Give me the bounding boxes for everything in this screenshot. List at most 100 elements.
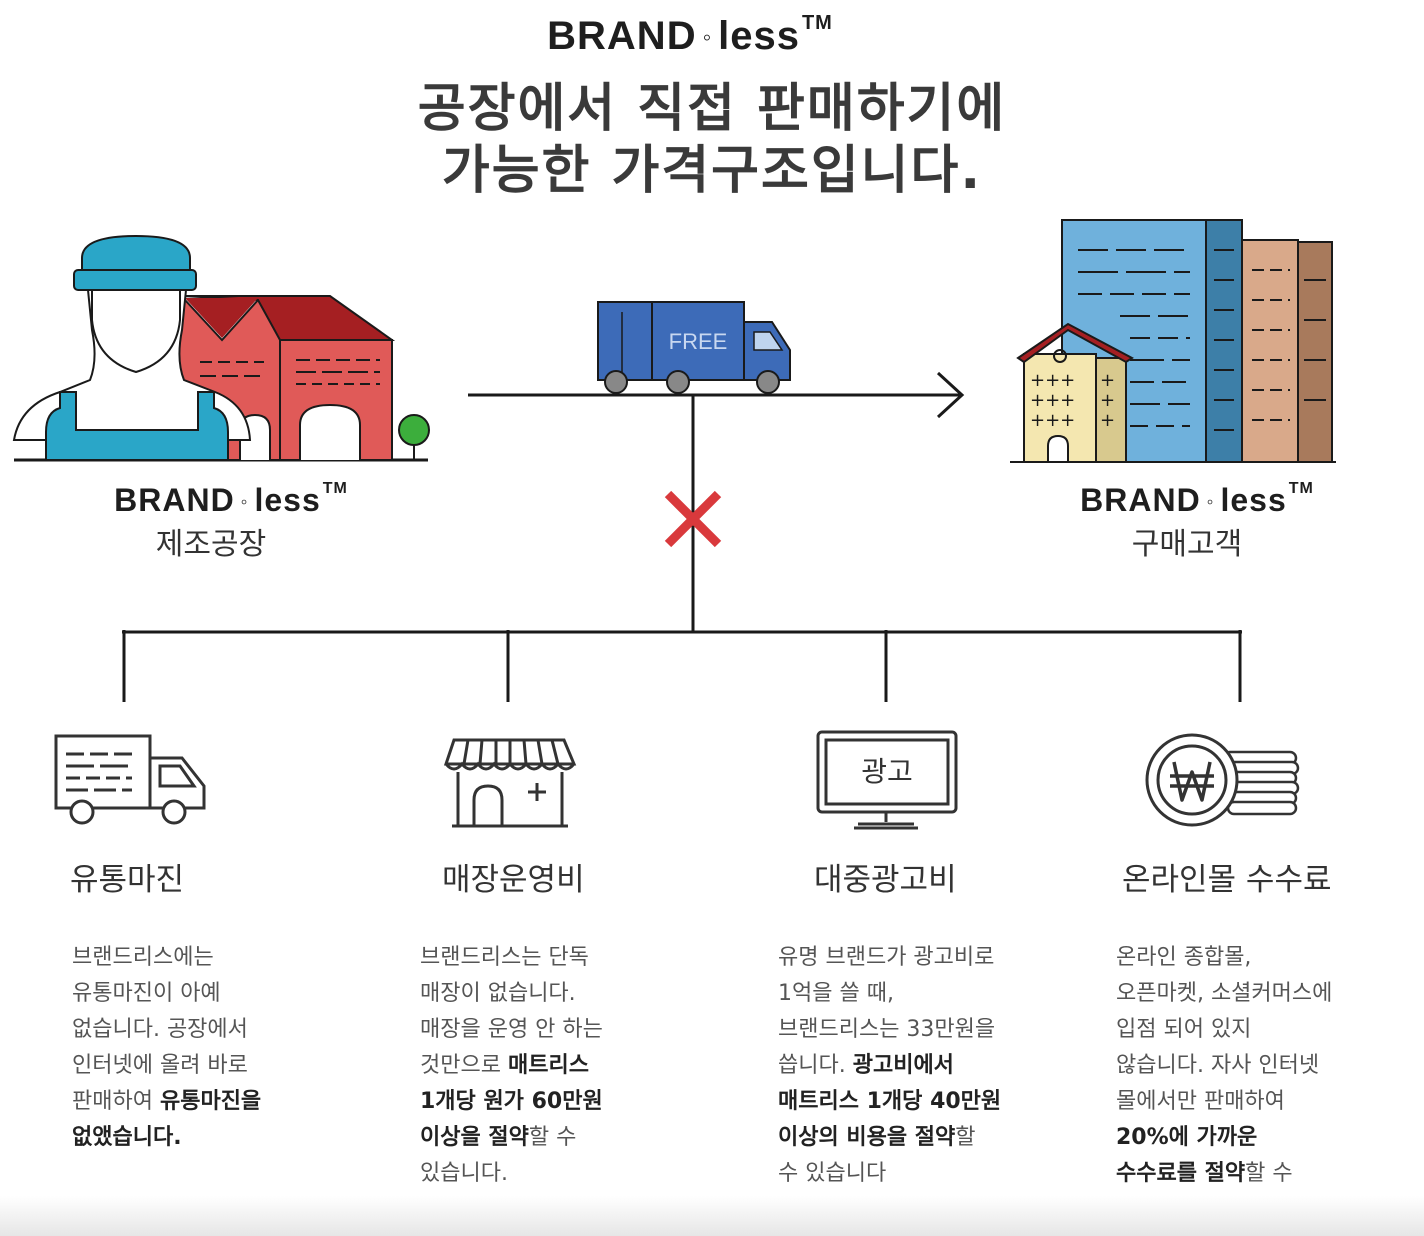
factory-brand-name: BRAND (114, 482, 235, 518)
free-delivery-truck-icon: FREE (597, 301, 791, 394)
body-text: 것만으로 (420, 1053, 508, 1078)
bottom-edge-shade (0, 1196, 1424, 1236)
body-text: 브랜드리스는 단독 (420, 945, 589, 970)
customer-label: 구매고객 (1131, 527, 1243, 562)
tv-ad-icon: 광고 (816, 730, 958, 830)
body-text: 할 (955, 1125, 976, 1150)
column-body-line: 유명 브랜드가 광고비로 (778, 940, 1098, 976)
brand-tm: TM (801, 12, 833, 34)
svg-text:+: + (1100, 370, 1115, 391)
column-body-line: 매장이 없습니다. (420, 976, 720, 1012)
body-text: 할 수 (1245, 1161, 1293, 1186)
svg-text:+++: +++ (1030, 370, 1075, 391)
emphasis-text: 매트리스 1개당 40만원 (778, 1089, 1002, 1114)
column-body-line: 있습니다. (420, 1156, 720, 1192)
svg-text:+: + (1100, 390, 1115, 411)
column-body-line: 수 있습니다 (778, 1156, 1098, 1192)
factory-brand-tm: TM (322, 480, 348, 497)
body-text: 있습니다. (420, 1161, 508, 1186)
body-text: 판매하여 (72, 1089, 160, 1114)
headline: 공장에서 직접 판매하기에 가능한 가격구조입니다. (0, 78, 1424, 202)
won-coin-icon (1145, 733, 1300, 827)
emphasis-text: 1개당 원가 60만원 (420, 1089, 603, 1114)
column-body-line: 수수료를 절약할 수 (1116, 1156, 1416, 1192)
column-body-line: 온라인 종합몰, (1116, 940, 1416, 976)
column-body-line: 몰에서만 판매하여 (1116, 1084, 1416, 1120)
column-body-line: 인터넷에 올려 바로 (72, 1048, 372, 1084)
delivery-truck-icon (54, 734, 206, 825)
svg-text:+++: +++ (1030, 410, 1075, 431)
column-body-line: 씁니다. 광고비에서 (778, 1048, 1098, 1084)
column-body-line: 않습니다. 자사 인터넷 (1116, 1048, 1416, 1084)
emphasis-text: 광고비에서 (852, 1053, 954, 1078)
headline-line-2: 가능한 가격구조입니다. (441, 141, 983, 201)
column-title-distribution-margin: 유통마진 (70, 862, 185, 898)
column-body-line: 1억을 쓸 때, (778, 976, 1098, 1012)
body-text: 씁니다. (778, 1053, 853, 1078)
body-text: 않습니다. 자사 인터넷 (1116, 1053, 1320, 1078)
column-title-mass-advertising-cost: 대중광고비 (814, 862, 957, 898)
column-body-line: 것만으로 매트리스 (420, 1048, 720, 1084)
body-text: 브랜드리스는 33만원을 (778, 1017, 996, 1042)
body-text: 매장을 운영 안 하는 (420, 1017, 603, 1042)
emphasis-text: 매트리스 (507, 1053, 589, 1078)
column-body-line: 오픈마켓, 소셜커머스에 (1116, 976, 1416, 1012)
column-body-line: 브랜드리스에는 (72, 940, 372, 976)
city-buildings-illustration: +++ +++ +++ + + + (1010, 219, 1336, 463)
customer-brand-dot: ◦ (1206, 491, 1215, 513)
body-text: 브랜드리스에는 (72, 945, 214, 970)
column-body-line: 이상을 절약할 수 (420, 1120, 720, 1156)
emphasis-text: 이상을 절약 (420, 1125, 529, 1150)
body-text: 할 수 (528, 1125, 577, 1150)
column-body-line: 20%에 가까운 (1116, 1120, 1416, 1156)
body-text: 유명 브랜드가 광고비로 (778, 945, 995, 970)
column-body-line: 매장을 운영 안 하는 (420, 1012, 720, 1048)
emphasis-text: 수수료를 절약 (1116, 1161, 1246, 1186)
factory-brand-dot: ◦ (240, 491, 249, 513)
svg-text:+: + (1100, 410, 1115, 431)
customer-brand-suffix: less (1220, 482, 1287, 518)
brand-name: BRAND (547, 14, 697, 58)
storefront-icon (443, 738, 577, 828)
column-body-line: 없앴습니다. (72, 1120, 372, 1156)
factory-illustration (12, 234, 430, 462)
blocked-cross-icon (664, 490, 722, 548)
factory-brand-suffix: less (254, 482, 321, 518)
body-text: 유통마진이 아예 (72, 981, 221, 1006)
body-text: 몰에서만 판매하여 (1116, 1089, 1285, 1114)
column-body-line: 판매하여 유통마진을 (72, 1084, 372, 1120)
column-body-line: 이상의 비용을 절약할 (778, 1120, 1098, 1156)
body-text: 인터넷에 올려 바로 (72, 1053, 248, 1078)
body-text: 없습니다. 공장에서 (72, 1017, 248, 1042)
body-text: 입점 되어 있지 (1116, 1017, 1252, 1042)
truck-free-label: FREE (669, 329, 728, 354)
column-body-line: 입점 되어 있지 (1116, 1012, 1416, 1048)
column-body-line: 유통마진이 아예 (72, 976, 372, 1012)
factory-label: 제조공장 (155, 527, 267, 562)
brand-dot: ◦ (702, 24, 713, 52)
brand-suffix: less (718, 14, 800, 58)
body-text: 수 있습니다 (778, 1161, 887, 1186)
column-title-online-mall-commission: 온라인몰 수수료 (1122, 862, 1332, 898)
headline-line-1: 공장에서 직접 판매하기에 (417, 79, 1007, 139)
body-text: 오픈마켓, 소셜커머스에 (1116, 981, 1333, 1006)
body-text: 1억을 쓸 때, (778, 981, 894, 1006)
column-body-line: 브랜드리스는 단독 (420, 940, 720, 976)
emphasis-text: 유통마진을 (159, 1089, 262, 1114)
column-body-line: 없습니다. 공장에서 (72, 1012, 372, 1048)
body-text: 매장이 없습니다. (420, 981, 576, 1006)
column-body-line: 매트리스 1개당 40만원 (778, 1084, 1098, 1120)
body-text: 온라인 종합몰, (1116, 945, 1252, 970)
emphasis-text: 없앴습니다. (72, 1125, 182, 1150)
customer-brand-tm: TM (1288, 480, 1314, 497)
tv-ad-text: 광고 (861, 755, 913, 788)
